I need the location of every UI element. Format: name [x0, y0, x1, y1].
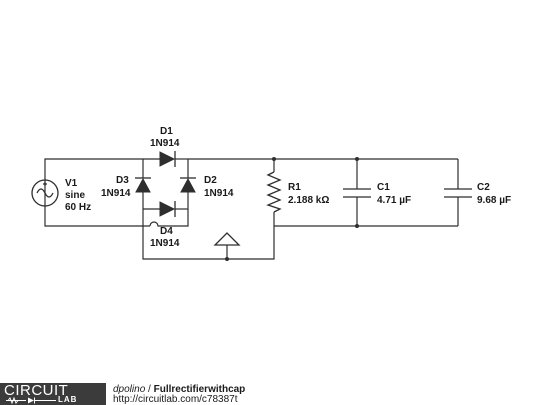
d4-name: D4 — [160, 226, 173, 237]
d3-part: 1N914 — [101, 188, 131, 199]
d2-part: 1N914 — [204, 188, 234, 199]
footer-separator: / — [145, 384, 154, 395]
diode-d2[interactable]: D2 1N914 — [180, 175, 234, 199]
diode-triangle — [180, 177, 196, 193]
v1-name: V1 — [65, 178, 78, 189]
d2-name: D2 — [204, 175, 217, 186]
author-link[interactable]: dpolino — [113, 384, 146, 395]
diode-triangle — [135, 177, 151, 193]
resistor-zigzag — [266, 171, 282, 213]
v1-type: sine — [65, 190, 85, 201]
d3-name: D3 — [116, 175, 129, 186]
footer-credit: dpolino / Fullrectifierwithcap — [113, 384, 245, 395]
circuit-title[interactable]: Fullrectifierwithcap — [153, 384, 246, 395]
d1-part: 1N914 — [150, 138, 180, 149]
ground-symbol[interactable] — [213, 232, 241, 246]
diode-triangle — [159, 151, 176, 167]
capacitor-c1[interactable]: C1 4.71 µF — [343, 182, 411, 206]
diode-d4[interactable]: D4 1N914 — [150, 201, 180, 249]
ground-triangle-icon — [213, 232, 241, 246]
c1-value: 4.71 µF — [377, 195, 411, 206]
wire-source-bottom — [44, 193, 150, 227]
junction-dot — [355, 224, 359, 228]
footer-bar: CIRCUIT LAB dpolino / Fullrectifierwithc… — [0, 383, 540, 405]
d4-part: 1N914 — [150, 238, 180, 249]
wire-ground-return — [142, 209, 275, 260]
wire-source-top — [44, 158, 143, 193]
logo-diode-icon — [6, 397, 56, 404]
v1-frequency: 60 Hz — [65, 202, 91, 213]
junction-dot — [355, 157, 359, 161]
logo-sub: LAB — [58, 395, 78, 404]
diode-triangle — [159, 201, 176, 217]
capacitor-c2[interactable]: C2 9.68 µF — [444, 182, 511, 206]
d1-name: D1 — [160, 126, 173, 137]
c2-name: C2 — [477, 182, 490, 193]
c1-name: C1 — [377, 182, 390, 193]
junction-dots — [225, 157, 359, 261]
circuit-url[interactable]: http://circuitlab.com/c78387t — [113, 394, 238, 405]
r1-value: 2.188 kΩ — [288, 195, 329, 206]
source-circle — [31, 179, 59, 207]
circuit-schematic: V1 sine 60 Hz D1 1N914 D3 1N914 D2 1N914… — [31, 126, 511, 261]
junction-dot — [225, 257, 229, 261]
c2-value: 9.68 µF — [477, 195, 511, 206]
diode-d1[interactable]: D1 1N914 — [150, 126, 180, 167]
sine-wave-icon — [36, 188, 54, 198]
diode-d3[interactable]: D3 1N914 — [101, 175, 151, 199]
voltage-source-v1[interactable]: V1 sine 60 Hz — [31, 178, 91, 213]
r1-name: R1 — [288, 182, 301, 193]
wire-crossover — [149, 209, 189, 227]
wires — [44, 158, 459, 260]
circuitlab-logo[interactable]: CIRCUIT LAB — [0, 383, 106, 405]
junction-dot — [272, 157, 276, 161]
resistor-r1[interactable]: R1 2.188 kΩ — [266, 171, 329, 213]
logo-word: CIRCUIT — [4, 382, 69, 399]
